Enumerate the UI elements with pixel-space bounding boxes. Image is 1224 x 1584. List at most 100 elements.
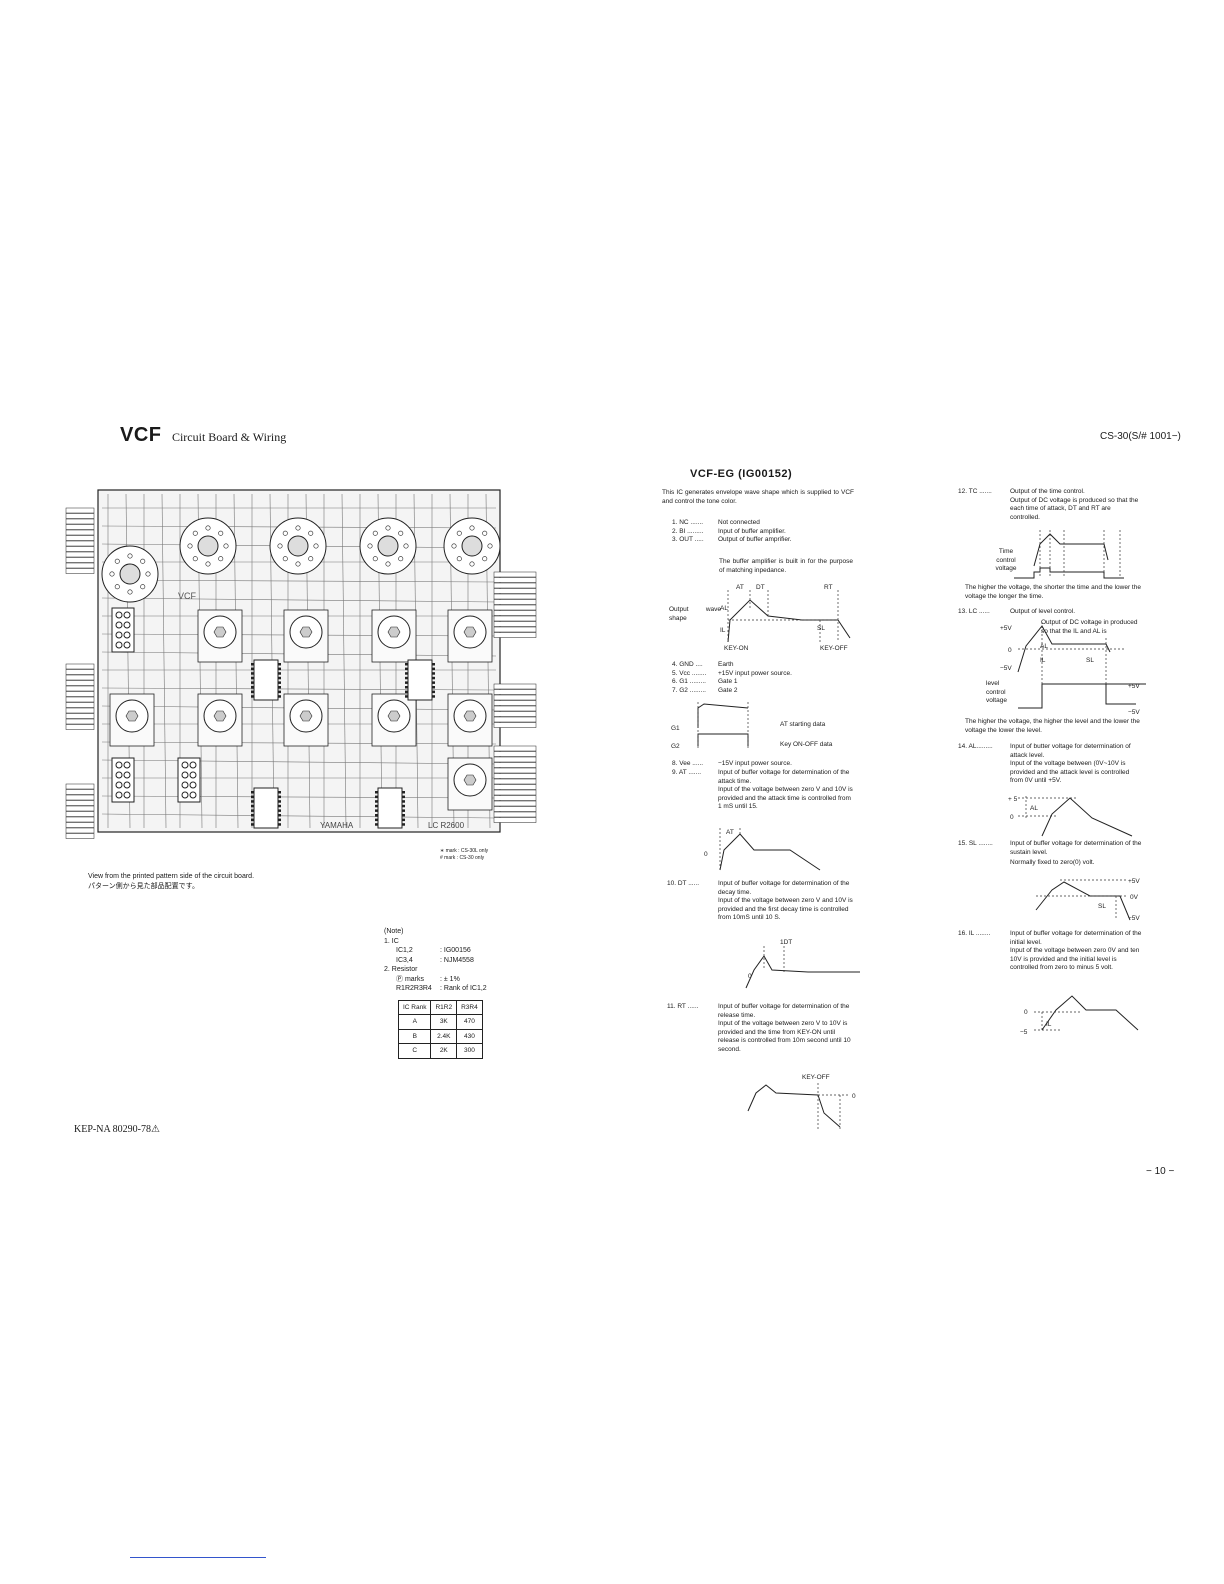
svg-text:0: 0 — [852, 1093, 856, 1100]
connector-pin — [65, 680, 95, 686]
connector-pin — [65, 789, 95, 795]
pin-8: 8. Vee ......−15V input power source. — [672, 760, 792, 767]
connector-pin — [65, 805, 95, 812]
connector-pin — [65, 546, 95, 552]
connector-pin — [65, 568, 95, 574]
attack-level-diagram: + 5 0 AL — [1008, 796, 1133, 837]
connector-pin — [493, 756, 537, 763]
svg-text:+ 5: + 5 — [1008, 796, 1018, 803]
circuit-board-drawing: VCF YAMAHA LC R2600 — [65, 489, 537, 839]
svg-text:RT: RT — [824, 584, 833, 591]
connector-pin — [493, 700, 537, 706]
release-time-diagram: KEY-OFF 0 — [747, 1074, 856, 1131]
svg-text:IL: IL — [1040, 657, 1046, 664]
connector-pin — [493, 588, 537, 594]
pin-item: 4. GND ....Earth — [672, 661, 734, 668]
pin-10: 10. DT ...... Input of buffer voltage fo… — [667, 880, 853, 921]
pin-14: 14. AL......... Input of butter voltage … — [958, 743, 1131, 784]
connector-pin — [65, 691, 95, 697]
connector-pin — [65, 507, 95, 514]
connector-pin — [493, 610, 537, 616]
document-number: KEP-NA 80290-78⚠ — [74, 1124, 160, 1135]
page-title: VCF — [120, 424, 162, 446]
connector-pin — [65, 702, 95, 708]
level-control-label: level control voltage — [986, 680, 1007, 704]
ic-chip — [253, 787, 279, 829]
svg-text:−5: −5 — [1020, 1029, 1028, 1036]
svg-text:AT: AT — [736, 584, 744, 591]
connector-pin — [65, 674, 95, 681]
pin-list-a: 1. NC .......Not connected 2. BI .......… — [672, 519, 792, 545]
pin-13-note: The higher the voltage, the higher the l… — [965, 718, 1140, 734]
pin-list-b: 4. GND ....Earth 5. Vcc ........+15V inp… — [672, 661, 792, 695]
svg-text:G2: G2 — [671, 743, 680, 750]
svg-text:DT: DT — [756, 584, 765, 591]
connector-pin — [493, 806, 537, 812]
pin-16: 16. IL ........ Input of buffer voltage … — [958, 930, 1142, 971]
connector-pin — [493, 615, 537, 622]
initial-level-diagram: 0 −5 IL — [1020, 995, 1139, 1036]
connector-pin — [493, 626, 537, 633]
connector-pin — [65, 827, 95, 834]
note-title: (Note) — [384, 928, 404, 935]
circuit-board-figure: VCF YAMAHA LC R2600 — [58, 488, 544, 840]
intro-paragraph: This IC generates envelope wave shape wh… — [662, 489, 854, 505]
connector-pin — [65, 562, 95, 569]
pin-11: 11. RT ...... Input of buffer voltage fo… — [667, 1003, 851, 1053]
connector-pin — [493, 694, 537, 701]
connector-pin — [493, 716, 537, 723]
sustain-level-diagram: +5V 0V SL −5V — [1035, 878, 1140, 922]
connector-pin — [493, 593, 537, 600]
connector-pin — [65, 557, 95, 563]
svg-text:SL: SL — [1086, 657, 1094, 664]
note-ic-row-2: IC3,4: NJM4558 — [396, 956, 474, 964]
connector-pin — [493, 689, 537, 695]
pin-13-desc: Output of DC voltage in produced so that… — [1041, 619, 1138, 635]
note-resistor-title: 2. Resistor — [384, 966, 418, 973]
connector-pin — [65, 540, 95, 547]
pin-item: 5. Vcc ........+15V input power source. — [672, 669, 792, 677]
connector-pin — [65, 696, 95, 703]
board-caption: View from the printed pattern side of th… — [88, 872, 254, 892]
pin-15: 15. SL ........ Input of buffer voltage … — [958, 840, 1142, 866]
connector-pin — [65, 718, 95, 725]
connector-pin — [65, 833, 95, 839]
connector-pin — [493, 773, 537, 779]
connector-pin — [65, 713, 95, 719]
decay-time-diagram: 1DT 0 — [745, 939, 860, 989]
connector-pin — [493, 789, 537, 796]
svg-text:KEY-OFF: KEY-OFF — [820, 645, 848, 652]
connector-pin — [493, 711, 537, 717]
switch-block — [111, 607, 135, 653]
model-number: CS-30(S/# 1001−) — [1100, 431, 1181, 442]
output-wave-label: Output wave shape — [669, 606, 721, 622]
connector-pin — [493, 683, 537, 690]
table-header-row: IC Rank R1R2 R3R4 — [397, 999, 483, 1015]
svg-text:AL: AL — [1040, 643, 1048, 650]
table-row: C 2K 300 — [397, 1043, 483, 1059]
connector-pin — [65, 724, 95, 730]
connector-pin — [493, 604, 537, 611]
svg-text:0: 0 — [704, 851, 708, 858]
svg-text:0V: 0V — [1130, 894, 1139, 901]
svg-text:Key ON-OFF data: Key ON-OFF data — [780, 741, 833, 748]
connector-pin — [65, 707, 95, 714]
level-control-diagram: +5V 0 −5V AL IL SL +5V −5V — [1000, 622, 1146, 716]
caption-english: View from the printed pattern side of th… — [88, 873, 255, 880]
pin-9: 9. AT ....... Input of buffer voltage fo… — [672, 769, 853, 810]
connector-pin — [493, 745, 537, 752]
time-control-label: Time control voltage — [995, 548, 1017, 572]
legend-cs30l: ∗ mark : CS-30L only — [440, 848, 489, 854]
svg-text:SL: SL — [1098, 903, 1106, 910]
svg-text:−5V: −5V — [1128, 709, 1140, 716]
connector-pin — [65, 551, 95, 558]
pin-13: 13. LC ......Output of level control. — [958, 608, 1076, 615]
connector-pin — [65, 794, 95, 801]
board-part-number: LC R2600 — [428, 821, 465, 830]
connector-pin — [493, 800, 537, 807]
ic-chip — [407, 659, 433, 701]
svg-text:KEY-OFF: KEY-OFF — [802, 1074, 830, 1081]
svg-text:IL: IL — [1046, 1021, 1052, 1028]
connector-pin — [65, 811, 95, 817]
connector-pin — [65, 783, 95, 790]
